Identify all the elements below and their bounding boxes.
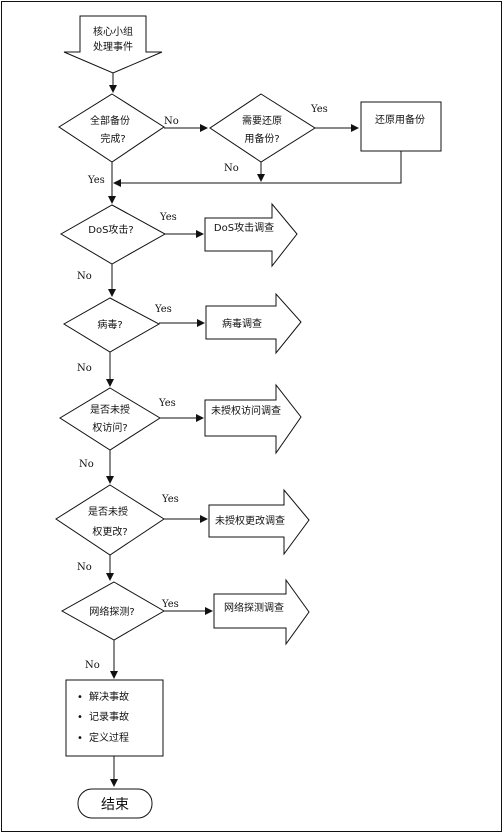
d4-yes-label: Yes [158, 398, 176, 409]
d5-line2: 权更改? [92, 525, 127, 538]
a5-label: 未授权更改调查 [215, 514, 285, 527]
d3-no-label: No [77, 363, 92, 374]
final-item-1: 解决事故 [89, 690, 129, 703]
d4-line1: 是否未授 [90, 403, 130, 416]
process-restore-backup: 还原用备份 [360, 101, 442, 152]
final-bullet-3: • [77, 733, 83, 744]
decision-backup-complete: 全部备份 完成? [58, 93, 165, 163]
d5-line1: 是否未授 [88, 505, 128, 518]
arrow-network-probe-investigation: 网络探测调查 [213, 578, 310, 646]
final-bullet-1: • [77, 692, 83, 703]
restore-label: 还原用备份 [375, 113, 425, 126]
d1-line1: 全部备份 [90, 114, 130, 127]
decision-dos-attack: DoS攻击? [60, 204, 167, 265]
d3-label: 病毒? [97, 318, 122, 331]
decision-network-probe: 网络探测? [60, 581, 165, 641]
final-bullet-2: • [77, 712, 83, 723]
arrow-virus-investigation: 病毒调查 [205, 292, 302, 355]
d1-no-label: No [164, 116, 179, 127]
start-line2: 处理事件 [93, 40, 133, 53]
d1b-no-label: No [224, 163, 239, 174]
d6-yes-label: Yes [161, 599, 179, 610]
d2-yes-label: Yes [159, 212, 177, 223]
end-terminator: 结束 [77, 788, 153, 819]
decision-restore-backup: 需要还原 用备份? [209, 93, 316, 163]
d2-no-label: No [77, 271, 92, 282]
arrow-unauthorized-change-investigation: 未授权更改调查 [208, 488, 310, 556]
decision-unauthorized-change: 是否未授 权更改? [55, 484, 165, 556]
d4-line2: 权访问? [92, 421, 127, 434]
d1b-line1: 需要还原 [242, 115, 282, 127]
a3-label: 病毒调查 [222, 317, 262, 330]
start-line1: 核心小组 [93, 25, 133, 38]
connector-restore-return [113, 151, 402, 187]
d1b-line2: 用备份? [244, 132, 279, 145]
d4-no-label: No [79, 459, 94, 470]
d5-no-label: No [77, 562, 92, 573]
a6-label: 网络探测调查 [224, 601, 284, 614]
final-item-2: 记录事故 [89, 710, 129, 723]
d6-label: 网络探测? [89, 605, 134, 618]
a4-label: 未授权访问调查 [211, 404, 281, 417]
d2-label: DoS攻击? [88, 223, 133, 236]
a2-label: DoS攻击调查 [214, 221, 274, 234]
decision-unauthorized-access: 是否未授 权访问? [59, 387, 161, 451]
start-node: 核心小组 处理事件 [63, 15, 163, 74]
end-label: 结束 [101, 797, 129, 813]
d1-line2: 完成? [100, 132, 125, 145]
d1b-yes-label: Yes [310, 104, 328, 115]
process-final-steps: • 解决事故 • 记录事故 • 定义过程 [65, 679, 164, 757]
arrow-dos-investigation: DoS攻击调查 [204, 202, 298, 268]
d1-yes-label: Yes [87, 175, 105, 186]
d5-yes-label: Yes [161, 494, 179, 505]
final-item-3: 定义过程 [89, 731, 129, 744]
arrow-unauthorized-access-investigation: 未授权访问调查 [204, 383, 302, 455]
decision-virus: 病毒? [63, 297, 161, 353]
d6-no-label: No [85, 660, 100, 671]
d3-yes-label: Yes [154, 304, 172, 315]
